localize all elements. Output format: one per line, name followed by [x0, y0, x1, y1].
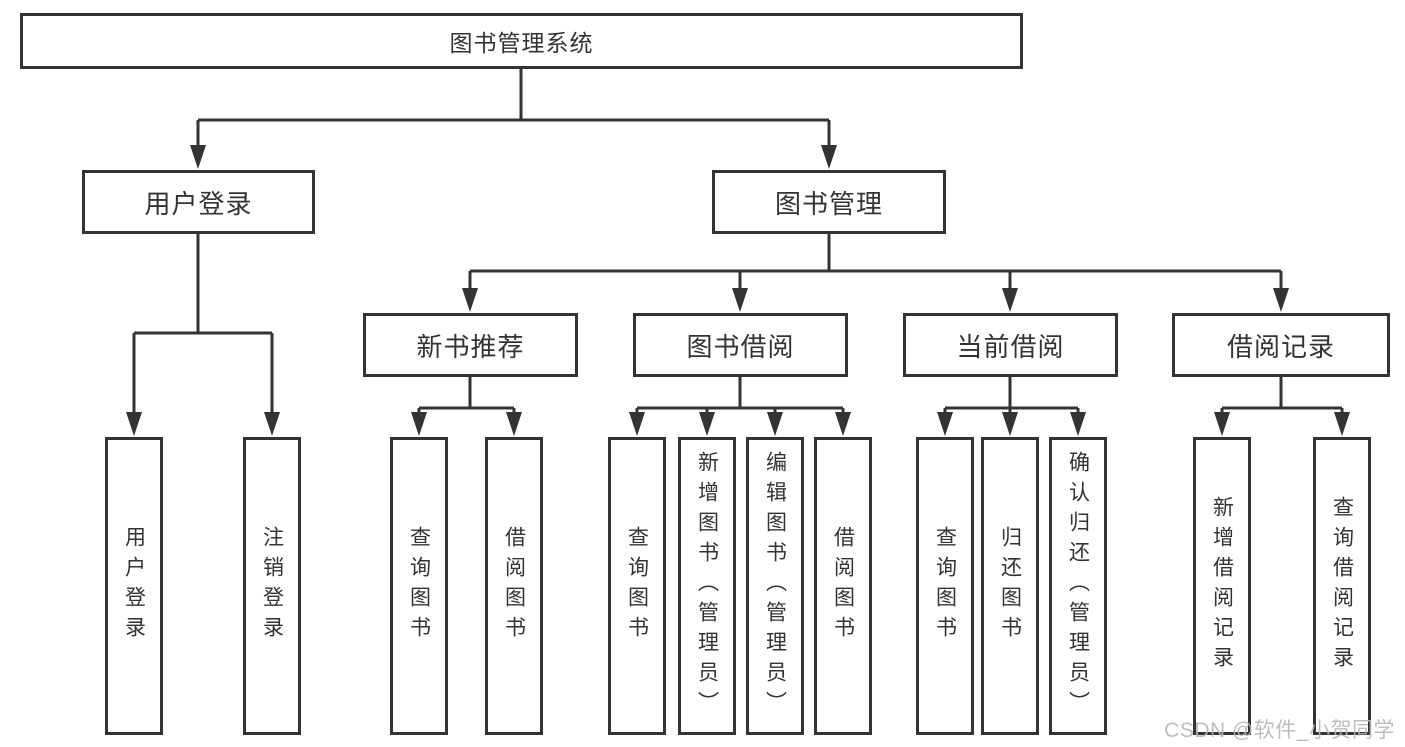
leaf-label: 查询图书	[625, 526, 649, 646]
leaf-label: 查询图书	[407, 526, 431, 646]
node-current-borrowing: 当前借阅	[903, 313, 1118, 377]
leaf-logout: 注销登录	[243, 437, 301, 735]
leaf-add-books-admin: 新增图书（管理员）	[678, 437, 736, 735]
leaf-borrow-books-borrowing: 借阅图书	[814, 437, 872, 735]
leaf-borrow-books-recommend: 借阅图书	[485, 437, 543, 735]
leaf-query-borrow-record: 查询借阅记录	[1313, 437, 1371, 735]
leaf-query-books-borrowing: 查询图书	[608, 437, 666, 735]
leaf-user-login: 用户登录	[105, 437, 163, 735]
leaf-label: 新增图书（管理员）	[695, 451, 719, 721]
leaf-label: 用户登录	[122, 526, 146, 646]
leaf-label: 查询借阅记录	[1330, 496, 1354, 676]
leaf-label: 归还图书	[998, 526, 1022, 646]
node-book-borrowing: 图书借阅	[633, 313, 848, 377]
node-book-management: 图书管理	[712, 170, 946, 234]
leaf-label: 借阅图书	[502, 526, 526, 646]
leaf-label: 查询图书	[933, 526, 957, 646]
node-user-login: 用户登录	[82, 170, 315, 234]
leaf-label: 借阅图书	[831, 526, 855, 646]
leaf-edit-books-admin: 编辑图书（管理员）	[746, 437, 804, 735]
node-library-management-system: 图书管理系统	[20, 13, 1023, 69]
leaf-label: 新增借阅记录	[1210, 496, 1234, 676]
leaf-label: 编辑图书（管理员）	[763, 451, 787, 721]
leaf-return-books: 归还图书	[981, 437, 1039, 735]
leaf-label: 确认归还（管理员）	[1066, 451, 1090, 721]
leaf-query-books-recommend: 查询图书	[390, 437, 448, 735]
leaf-confirm-return-admin: 确认归还（管理员）	[1049, 437, 1107, 735]
csdn-watermark: CSDN @软件_小贺同学	[1164, 719, 1395, 742]
node-borrowing-records: 借阅记录	[1172, 313, 1390, 377]
node-new-book-recommendation: 新书推荐	[363, 313, 578, 377]
leaf-label: 注销登录	[260, 526, 284, 646]
leaf-add-borrow-record: 新增借阅记录	[1193, 437, 1251, 735]
leaf-query-books-current: 查询图书	[916, 437, 974, 735]
